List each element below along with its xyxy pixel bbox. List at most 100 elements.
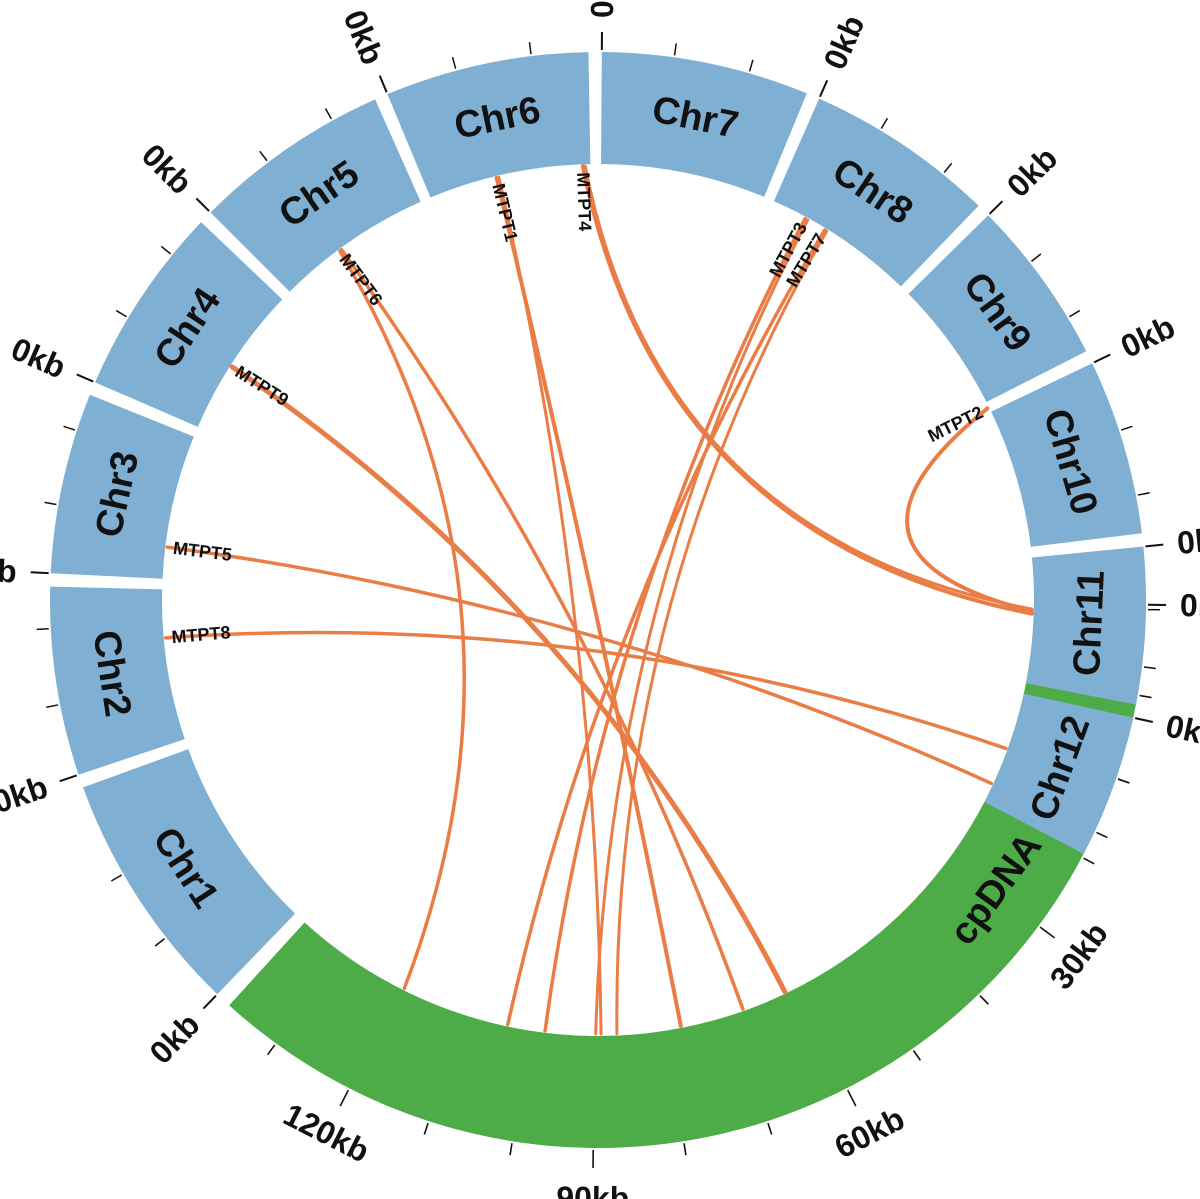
start-tick [195,197,210,212]
start-tick [378,75,388,93]
segment-chr8 [773,98,979,287]
segment-chr7 [601,52,807,197]
link-label-mtpt5: MTPT5 [172,538,233,565]
minor-tick [880,117,889,129]
start-label: 0kb [1180,587,1200,623]
link-mtpt7 [506,228,827,1027]
start-tick [202,994,217,1010]
minor-tick [44,501,57,506]
minor-tick [259,150,268,162]
start-tick [1134,717,1153,723]
segment-chr3 [50,394,194,579]
start-tick [988,200,1004,215]
minor-tick [1143,666,1156,670]
cpdna-tick [509,1143,513,1156]
minor-tick [110,874,123,882]
cpdna-tick [339,1089,350,1107]
minor-tick [36,628,49,631]
link-label-mtpt4: MTPT4 [573,172,595,232]
cpdna-tick-label: 60kb [829,1100,910,1165]
link-label-mtpt8: MTPT8 [171,622,232,647]
start-label: 0kb [135,137,199,201]
segment-chr1 [83,749,296,995]
cpdna-tick [1083,857,1095,865]
segment-chr10 [991,363,1142,547]
cpdna-tick-label: 30kb [1043,916,1115,996]
cpdna-tick [267,1044,276,1056]
segment-chr6 [387,52,591,198]
link-mtpt3-b [594,218,810,1036]
minor-tick [46,704,59,708]
minor-tick [673,43,677,56]
start-label: 0kb [0,769,52,821]
segment-chr5 [210,99,421,292]
ticks-layer [30,32,1166,1168]
minor-tick [1096,831,1108,839]
cpdna-tick [1039,926,1056,939]
segment-label-chr11: Chr11 [1066,569,1113,676]
minor-tick [115,309,127,318]
minor-tick [324,108,333,120]
link-mtpt3 [543,216,807,1033]
start-tick [59,774,78,783]
segment-cpDNA [229,603,1146,1148]
minor-tick [748,59,754,72]
start-label: 0kb [142,1006,206,1071]
link-mtpt2 [905,406,1034,614]
segment-chr12 [984,693,1134,854]
start-label: 0kb [1163,707,1200,754]
segment-chr4 [95,222,283,427]
minor-tick [1030,253,1042,262]
cpdna-tick-label: 90kb [556,1180,629,1199]
start-label: 0kb [6,330,71,385]
cpdna-tick [767,1122,773,1135]
link-label-mtpt9: MTPT9 [232,362,293,411]
start-label: 0kb [584,0,620,18]
segment-chr9 [908,215,1087,403]
cpdna-tick [683,1143,687,1156]
start-tick [1093,353,1111,364]
segments-layer [49,52,1146,1148]
minor-tick [943,162,953,174]
link-mtpt1 [494,175,683,1029]
minor-tick [1069,309,1081,318]
cpdna-tick [423,1122,429,1135]
link-mtpt1-b [497,175,603,1036]
cpdna-tick [1139,694,1152,699]
link-mtpt6-b [339,248,745,1011]
minor-tick [160,245,172,255]
start-tick [30,571,49,575]
start-label: 0kb [1115,308,1180,364]
minor-tick [528,42,532,55]
segment-chr11 [1025,546,1146,705]
link-label-mtpt1: MTPT1 [488,181,521,243]
link-mtpt4-b [583,164,1034,611]
link-mtpt8 [163,630,1008,751]
start-label: 0kb [0,551,18,590]
start-tick [1145,543,1164,548]
start-label: 0kb [1000,140,1065,204]
cpdna-tick [1117,778,1130,784]
link-label-mtpt6: MTPT6 [335,250,386,309]
minor-tick [451,56,457,69]
link-mtpt5 [165,545,994,786]
minor-tick [1120,425,1133,431]
start-tick [819,79,829,98]
links-layer [163,164,1034,1036]
cpdna-tick [979,995,989,1005]
link-mtpt4 [580,164,1034,616]
minor-tick [63,425,76,431]
link-label-mtpt2: MTPT2 [925,402,987,446]
link-mtpt6 [338,249,466,991]
link-mtpt7-b [615,229,829,1036]
cpdna-tick-label: 120kb [278,1096,375,1169]
cpdna-tick [912,1050,922,1061]
start-label: 0kb [816,10,871,75]
start-tick [76,373,94,383]
minor-tick [1137,492,1150,496]
segment-chr2 [49,586,185,775]
cpdna-tick [846,1089,857,1107]
start-label: 0kb [1175,520,1200,561]
minor-tick [154,938,166,947]
